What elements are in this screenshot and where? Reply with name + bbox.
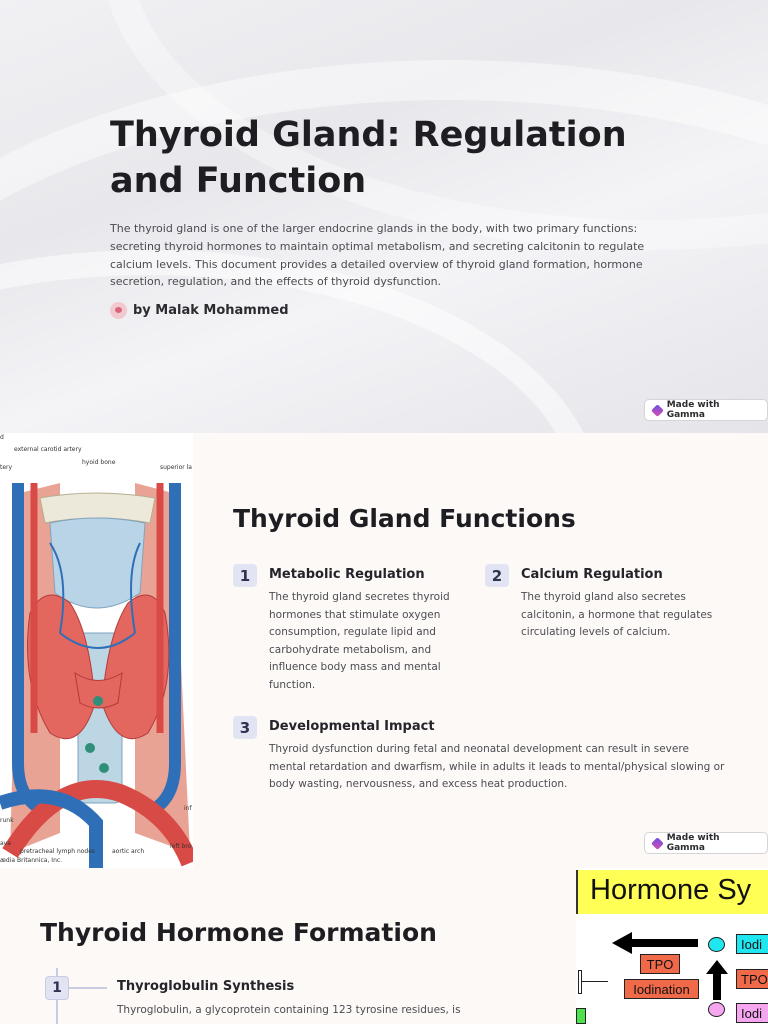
anatomy-label: ædia Britannica, Inc. [0, 857, 63, 864]
step-number: 2 [485, 564, 509, 587]
function-card: 3 Developmental Impact Thyroid dysfuncti… [233, 716, 733, 796]
anatomy-label: inf [184, 805, 192, 812]
anatomy-label: external carotid artery [14, 446, 82, 453]
function-title: Developmental Impact [269, 719, 435, 734]
thyroid-anatomy-illustration: d external carotid artery hyoid bone sup… [0, 433, 193, 868]
diagram-connector [582, 981, 608, 982]
diagram-banner-text: Hormone Sy [590, 874, 752, 906]
tpo-label: TPO [640, 954, 680, 974]
left-arrow-icon [612, 932, 698, 954]
iodide-label-2: Iodi [736, 1003, 768, 1023]
made-with-gamma-badge[interactable]: Made with Gamma [644, 832, 768, 854]
hormone-formation-slide: Thyroid Hormone Formation 1 Thyroglobuli… [0, 868, 768, 1024]
pink-molecule [708, 1002, 725, 1017]
made-with-gamma-badge[interactable]: Made with Gamma [644, 399, 768, 421]
intro-paragraph: The thyroid gland is one of the larger e… [110, 222, 645, 289]
function-title: Metabolic Regulation [269, 567, 425, 582]
anatomy-label: ava [0, 840, 11, 847]
section-title: Thyroid Gland Functions [233, 504, 576, 533]
functions-slide: d external carotid artery hyoid bone sup… [0, 433, 768, 868]
function-text: The thyroid gland secretes thyroid hormo… [269, 591, 450, 691]
cyan-molecule [708, 937, 725, 952]
author-byline: by Malak Mohammed [110, 302, 289, 319]
page-title: Thyroid Gland: Regulation and Function [110, 115, 627, 201]
thyroid-anatomy-drawing [0, 433, 193, 868]
gamma-logo-icon [651, 836, 664, 850]
badge-label: Made with Gamma [666, 833, 720, 853]
step-text: Thyroglobulin, a glycoprotein containing… [117, 1004, 461, 1016]
function-title: Calcium Regulation [521, 567, 663, 582]
anatomy-label: pretracheal lymph nodes [20, 848, 96, 855]
function-card: 2 Calcium Regulation The thyroid gland a… [485, 564, 735, 654]
anatomy-label: d [0, 434, 4, 441]
anatomy-label: hyoid bone [82, 459, 116, 466]
title-slide: Thyroid Gland: Regulation and Function T… [0, 0, 768, 433]
gamma-logo-icon [651, 403, 664, 417]
up-arrow-icon [706, 960, 728, 1000]
diagram-banner: Hormone Sy [576, 870, 768, 914]
iodide-label: Iodi [736, 934, 768, 954]
green-box [576, 1008, 586, 1024]
diagram-fragment [578, 970, 582, 994]
anatomy-label: superior la [160, 464, 192, 471]
function-card: 1 Metabolic Regulation The thyroid gland… [233, 564, 463, 694]
badge-label: Made with Gamma [666, 400, 720, 420]
anatomy-label: tery [0, 464, 13, 471]
anatomy-label: left bro [170, 843, 192, 850]
timeline-connector [69, 987, 107, 989]
step-title: Thyroglobulin Synthesis [117, 979, 295, 994]
author-name: by Malak Mohammed [133, 303, 289, 318]
hormone-synthesis-diagram: Hormone Sy Iodi TPO Iodination TPO Iodi [576, 868, 768, 1024]
function-text: Thyroid dysfunction during fetal and neo… [269, 743, 725, 790]
section-title: Thyroid Hormone Formation [40, 918, 437, 947]
step-number: 3 [233, 716, 257, 739]
anatomy-label: runk [0, 817, 14, 824]
anatomy-label: aortic arch [112, 848, 145, 855]
step-number: 1 [45, 976, 69, 1000]
avatar [110, 302, 127, 319]
function-text: The thyroid gland also secretes calciton… [521, 591, 713, 638]
tpo-label-2: TPO [736, 969, 768, 989]
step-number: 1 [233, 564, 257, 587]
iodination-label: Iodination [624, 979, 699, 999]
